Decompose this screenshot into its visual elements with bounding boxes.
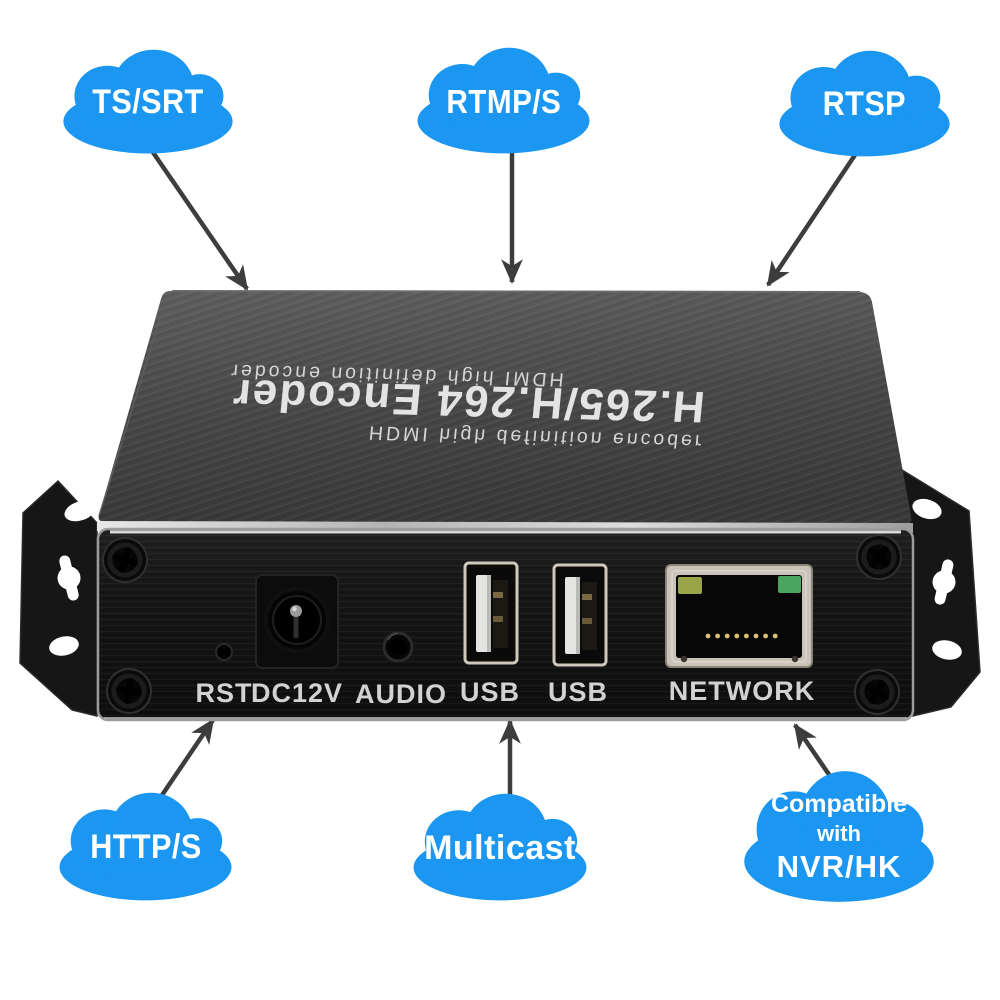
cloud-rtsp: RTSP (772, 49, 957, 159)
arrow-ts-srt-to-device (148, 146, 249, 291)
label-dc12v: DC12V (251, 678, 343, 708)
left-mounting-ear (19, 479, 98, 717)
screw-bottom-right (854, 669, 900, 715)
cloud-label-ts-srt: TS/SRT (92, 83, 204, 121)
screw-top-right (856, 534, 902, 580)
cloud-icon (779, 50, 950, 157)
left-ear-keyhole (57, 555, 81, 601)
arrow-rtsp-to-device (766, 147, 861, 287)
cloud-label-http-s: HTTP/S (89, 828, 202, 866)
cloud-icon (744, 771, 934, 902)
label-network: NETWORK (669, 676, 815, 706)
right-ear-hole-bottom (932, 640, 962, 660)
left-ear-hole-bottom (49, 636, 79, 656)
right-ear-hole-top (912, 498, 942, 520)
audio-jack (382, 631, 414, 663)
cloud-label-rtsp: RTSP (822, 85, 907, 123)
screw-bottom-left (106, 668, 152, 714)
cloud-rtmp-s: RTMP/S (410, 46, 597, 156)
label-usb-2: USB (548, 677, 608, 707)
label-audio: AUDIO (355, 679, 447, 709)
panel-screws (102, 534, 902, 715)
port-labels: RST DC12V AUDIO USB USB NETWORK (196, 676, 815, 709)
device-top-face (98, 290, 912, 524)
cloud-ts-srt: TS/SRT (56, 48, 240, 156)
network-led-left (678, 577, 702, 594)
cloud-icon (417, 47, 590, 154)
usb-port-1 (463, 561, 519, 665)
cloud-multicast: Multicast (406, 792, 594, 903)
cloud-label-nvr-hk: Compatible with NVR/HK (770, 790, 908, 884)
cloud-icon (59, 792, 232, 901)
label-rst: RST (196, 678, 253, 708)
dc-power-jack (255, 574, 339, 669)
cloud-http-s: HTTP/S (52, 791, 239, 903)
cloud-nvr-hk: Compatible with NVR/HK (736, 769, 942, 905)
usb-port-2 (552, 563, 608, 667)
right-mounting-ear (901, 468, 981, 717)
cloud-icon (413, 793, 587, 901)
nvr-line-3: NVR/HK (776, 849, 902, 884)
arrow-http-to-device (154, 718, 215, 806)
arrow-nvr-to-device (793, 723, 832, 778)
label-usb-1: USB (460, 677, 520, 707)
reset-pinhole (215, 643, 233, 661)
cloud-label-multicast: Multicast (424, 828, 576, 867)
left-ear-hole-top (64, 500, 96, 522)
rj45-gold-pins (705, 633, 778, 639)
screw-top-left (102, 537, 148, 583)
nvr-line-2: with (817, 821, 861, 846)
cloud-label-rtmp-s: RTMP/S (446, 82, 561, 120)
cloud-icon (63, 49, 233, 154)
right-ear-keyhole (932, 559, 956, 605)
rj45-network-port (665, 564, 813, 668)
nvr-line-1: Compatible (770, 790, 908, 818)
network-led-right (778, 576, 801, 593)
